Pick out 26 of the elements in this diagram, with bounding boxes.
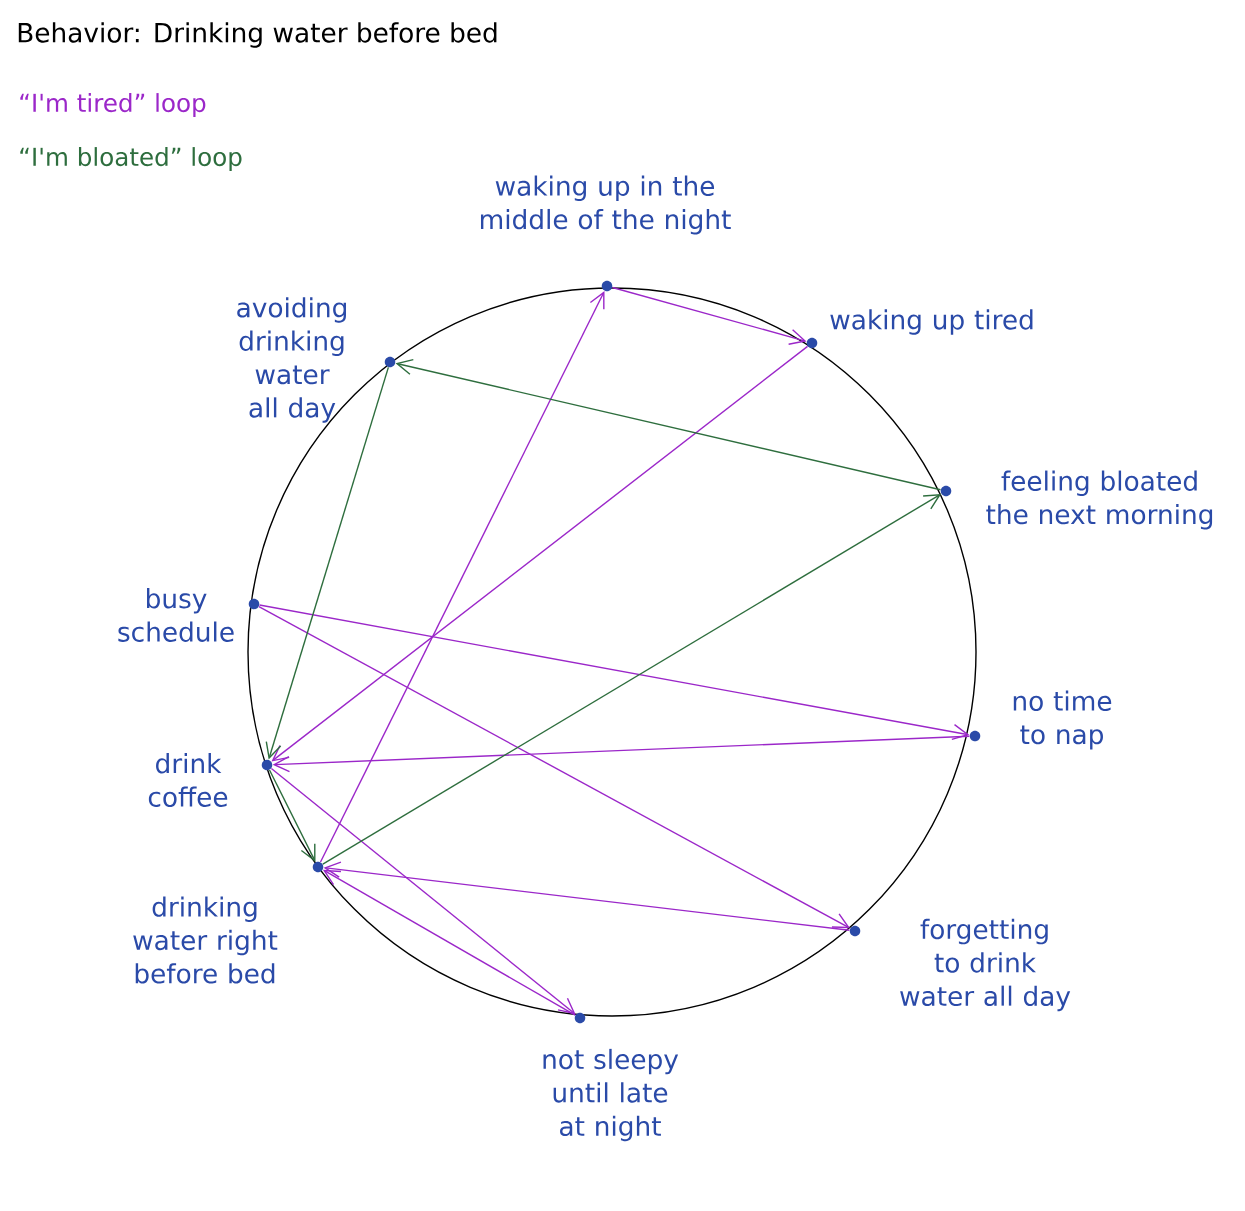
arrow: [270, 767, 576, 1015]
title: Behavior: Drinking water before bed: [18, 22, 497, 48]
legend-entry: “I'm bloated” loop: [20, 147, 242, 171]
arrow: [271, 345, 809, 762]
node-label: waking up in the middle of the night: [481, 175, 731, 235]
arrow: [395, 359, 942, 491]
legend-entry: “I'm tired” loop: [20, 93, 206, 117]
node-label: drink coffee: [148, 753, 228, 807]
node-label: waking up tired: [830, 309, 1033, 335]
node-label: no time to nap: [1013, 690, 1112, 750]
arrow: [322, 869, 576, 1016]
arrow: [323, 861, 851, 932]
arrow: [258, 604, 970, 741]
arrow: [272, 735, 971, 773]
arrow: [319, 291, 605, 863]
node-label: busy schedule: [118, 588, 234, 642]
arrow: [268, 769, 316, 862]
node-label: drinking water right before bed: [133, 896, 278, 984]
node-label: avoiding drinking water all day: [237, 297, 346, 423]
node-label: not sleepy until late at night: [543, 1048, 679, 1142]
arrow: [322, 493, 942, 865]
node-label: feeling bloated the next morning: [986, 470, 1213, 530]
arrow: [265, 366, 390, 760]
arrow: [611, 286, 807, 345]
node-label: forgetting to drink water all day: [900, 918, 1071, 1012]
arrow: [258, 605, 851, 929]
